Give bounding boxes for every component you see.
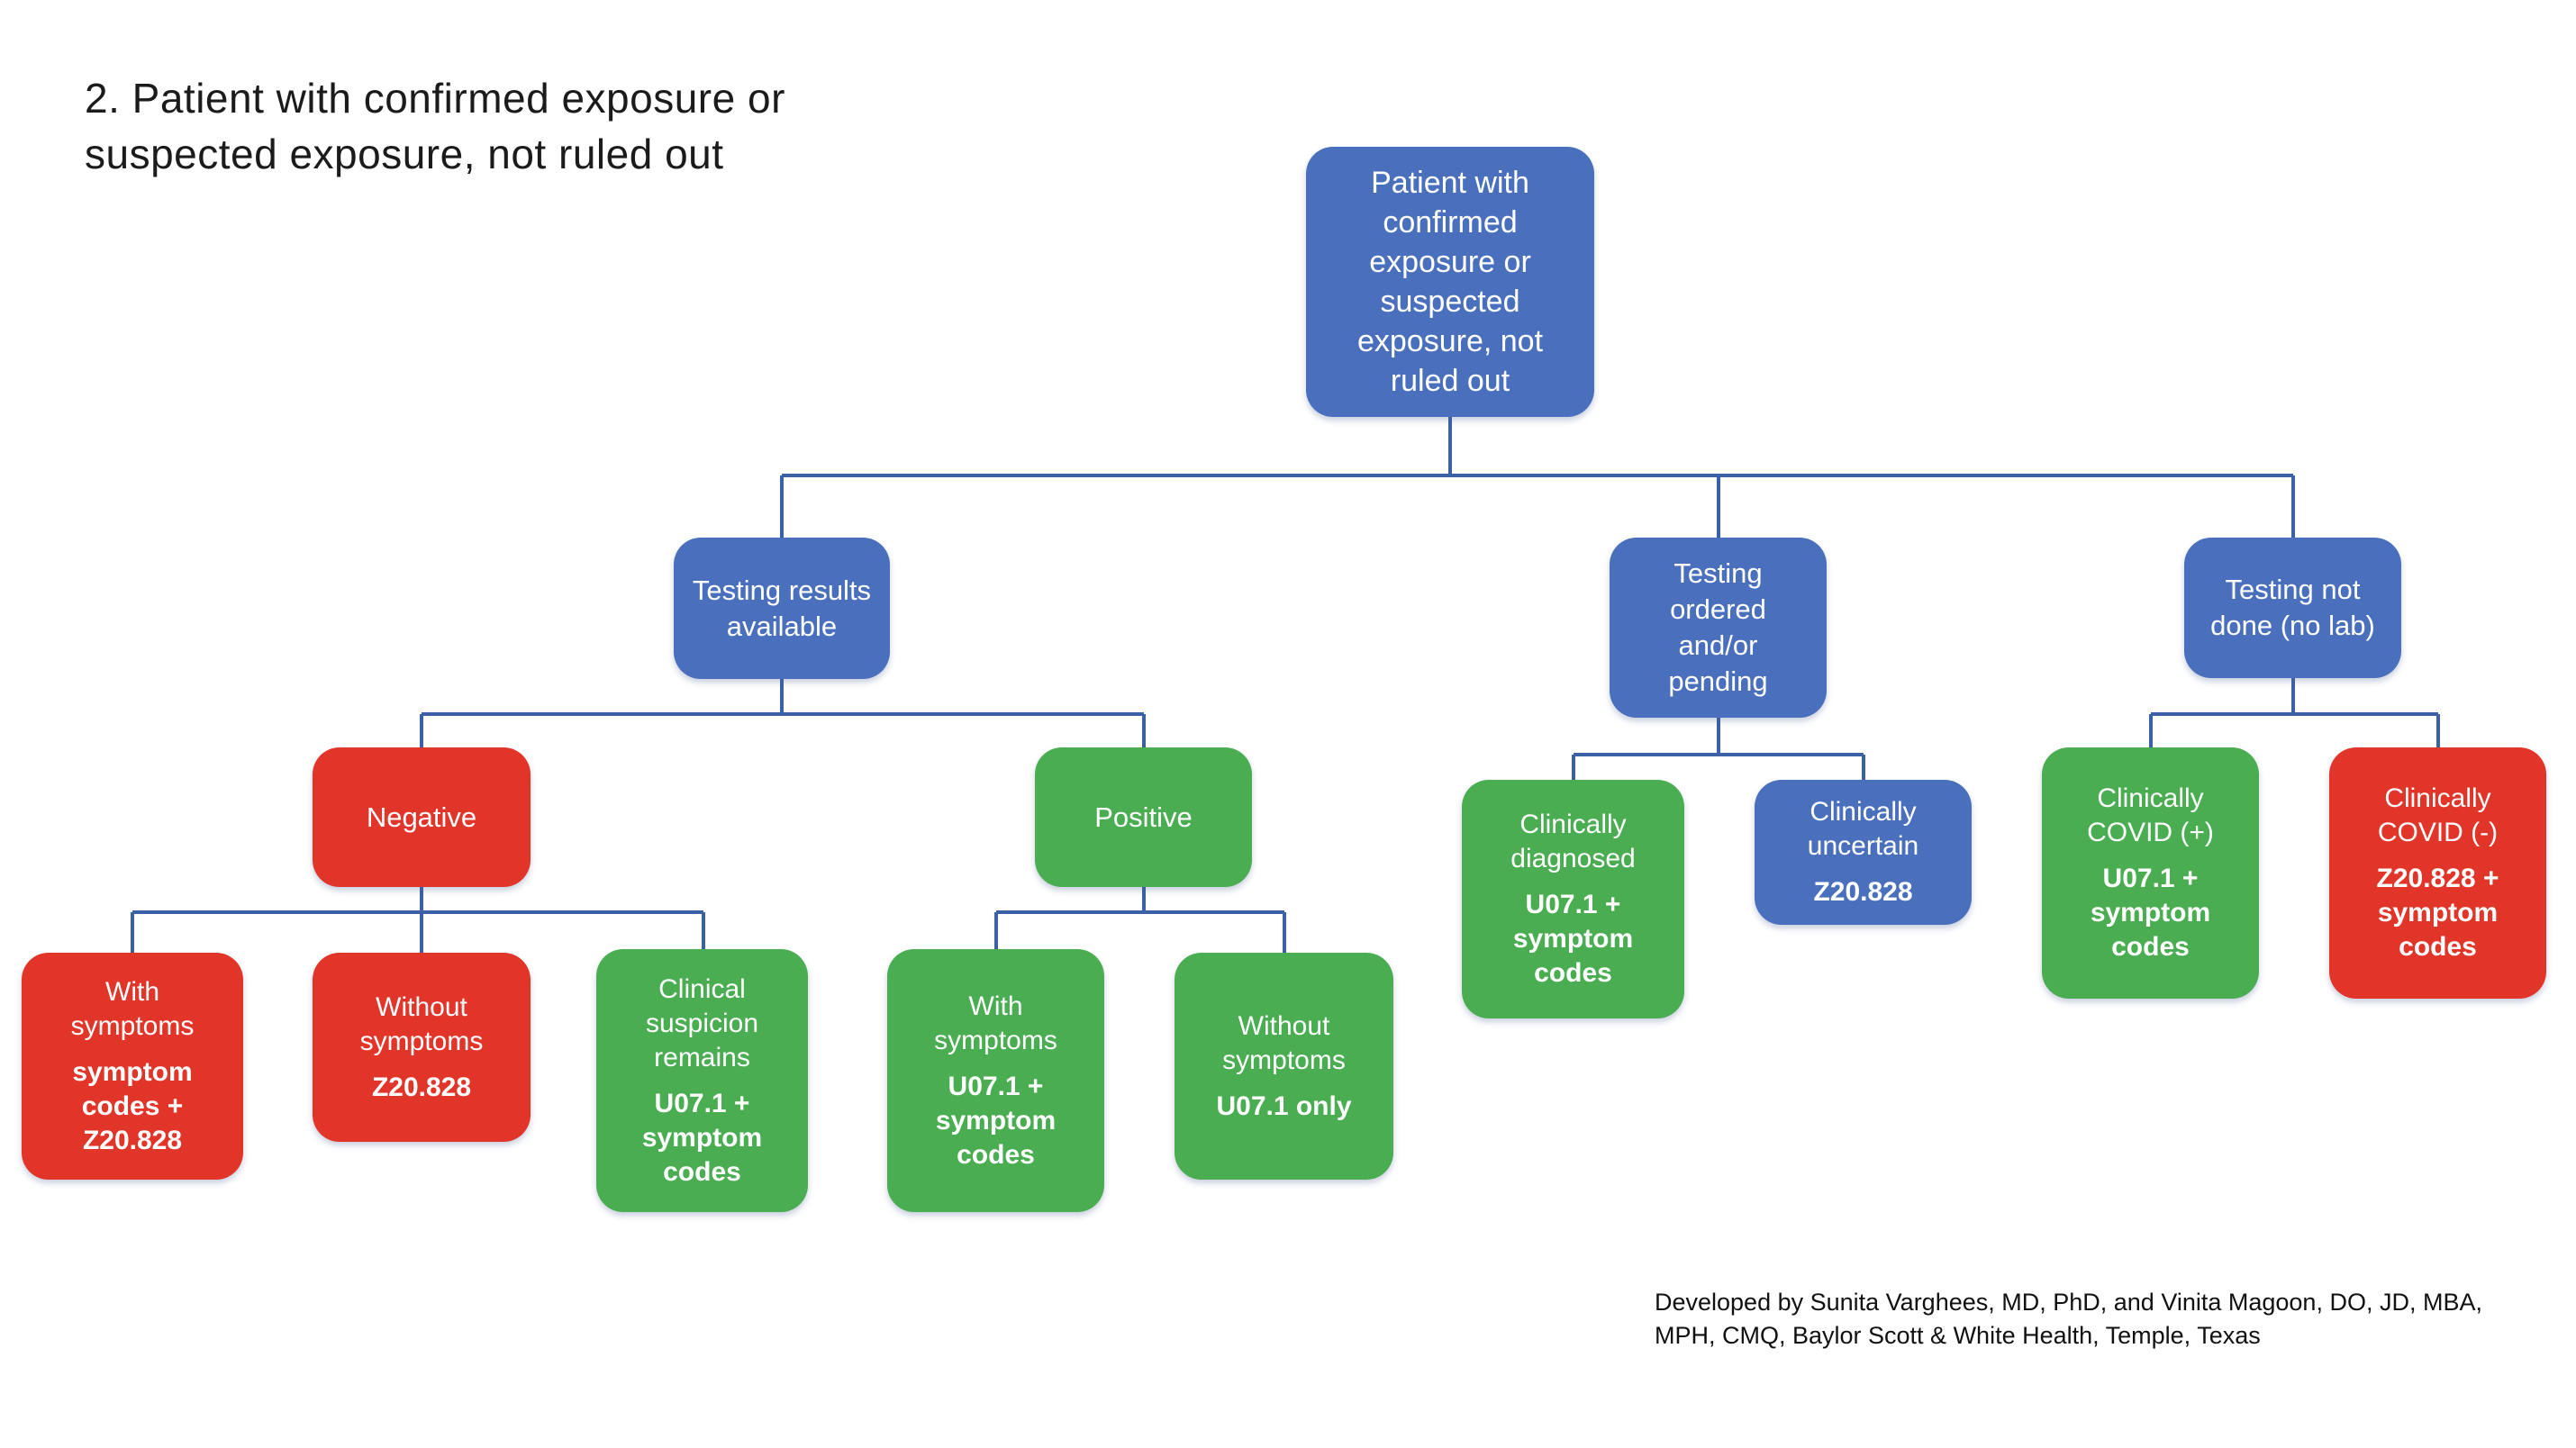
node-code-label: U07.1 + symptom codes [2090, 864, 2211, 962]
connector-line-vertical [1142, 887, 1146, 912]
connector-line-horizontal [422, 712, 1144, 716]
page-title: 2. Patient with confirmed exposure or su… [85, 75, 785, 177]
credits-text: Developed by Sunita Varghees, MD, PhD, a… [1655, 1289, 2482, 1349]
node-code-label: Z20.828 [1813, 877, 1913, 907]
node-label: Positive [1094, 801, 1193, 833]
connector-line-vertical [2291, 678, 2295, 714]
node-negative-with-symptoms: With symptoms symptom codes + Z20.828 [22, 953, 243, 1180]
connector-line-vertical [420, 714, 423, 747]
connector-line-vertical [420, 912, 423, 953]
node-code-label: U07.1 + symptom codes [935, 1071, 1057, 1170]
node-label: Clinically COVID (-) [2377, 783, 2499, 847]
connector-line-vertical [420, 887, 423, 912]
connector-line-vertical [1717, 475, 1720, 538]
connector-line-horizontal [2151, 712, 2438, 716]
node-testing-ordered-pending: Testing ordered and/or pending [1610, 538, 1827, 718]
node-root: Patient with confirmed exposure or suspe… [1306, 147, 1594, 417]
node-negative: Negative [313, 747, 531, 887]
node-code-label: symptom codes + Z20.828 [72, 1056, 193, 1155]
node-clinically-covid-positive: Clinically COVID (+) U07.1 + symptom code… [2042, 747, 2259, 999]
connector-line-horizontal [996, 910, 1284, 914]
node-label: Without symptoms [359, 991, 484, 1056]
connector-line-horizontal [782, 474, 2293, 477]
connector-line-vertical [131, 912, 134, 953]
node-label: Clinical suspicion remains [645, 973, 759, 1072]
node-clinically-covid-negative: Clinically COVID (-) Z20.828 + symptom co… [2329, 747, 2546, 999]
connector-line-vertical [780, 475, 784, 538]
node-label: Negative [366, 801, 477, 833]
connector-line-vertical [994, 912, 998, 949]
node-code-label: U07.1 + symptom codes [1512, 890, 1634, 988]
node-label: Testing not done (no lab) [2210, 574, 2375, 641]
node-label: With symptoms [70, 976, 195, 1041]
node-label: Testing results available [692, 574, 872, 642]
node-positive: Positive [1035, 747, 1252, 887]
node-label: With symptoms [934, 991, 1057, 1055]
connector-line-vertical [1283, 912, 1286, 953]
node-label: Clinically uncertain [1807, 797, 1919, 861]
connector-line-vertical [1717, 718, 1720, 755]
node-code-label: U07.1 + symptom codes [641, 1088, 763, 1187]
node-testing-not-done: Testing not done (no lab) [2184, 538, 2401, 678]
connector-line-vertical [1572, 755, 1575, 780]
node-code-label: Z20.828 + symptom codes [2376, 864, 2499, 962]
connector-line-vertical [780, 679, 784, 714]
node-code-label: U07.1 only [1216, 1091, 1352, 1121]
connector-line-vertical [702, 912, 705, 949]
node-label: Without symptoms [1222, 1010, 1346, 1075]
connector-line-horizontal [1574, 753, 1864, 756]
node-label: Testing ordered and/or pending [1668, 557, 1768, 697]
connector-line-vertical [1142, 714, 1146, 747]
node-label: Patient with confirmed exposure or suspe… [1356, 166, 1544, 398]
connector-line-horizontal [132, 910, 703, 914]
connector-line-vertical [2436, 714, 2440, 747]
node-testing-results-available: Testing results available [674, 538, 890, 679]
node-label: Clinically COVID (+) [2087, 783, 2214, 847]
node-label: Clinically diagnosed [1510, 810, 1636, 873]
connector-line-vertical [2291, 475, 2295, 538]
connector-line-vertical [1862, 755, 1865, 780]
node-code-label: Z20.828 [371, 1072, 472, 1102]
connector-line-vertical [2149, 714, 2153, 747]
connector-line-vertical [1448, 417, 1452, 475]
